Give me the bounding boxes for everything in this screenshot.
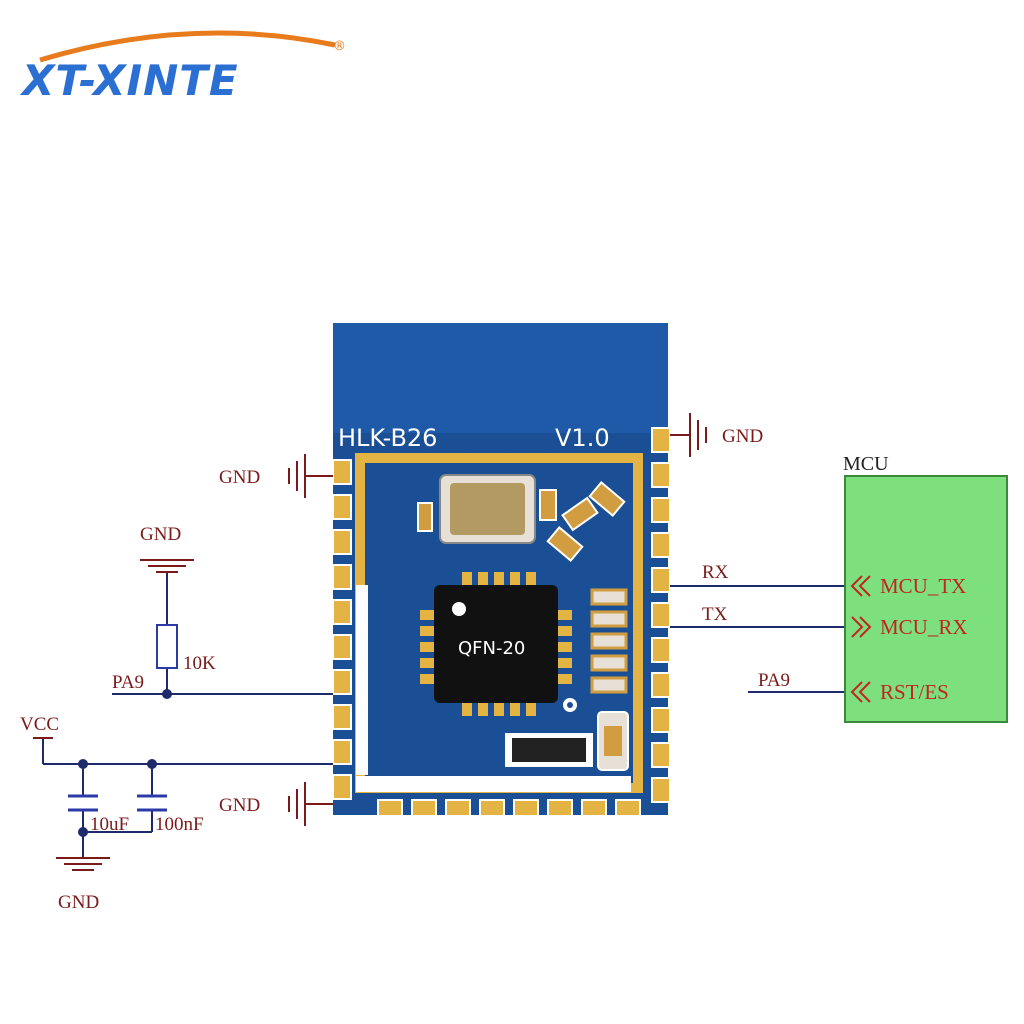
junction-dot [162,689,172,699]
capacitor-10uf [68,794,98,812]
gnd-left-top-symbol [288,454,333,498]
tx-label: TX [702,604,728,625]
junction-dot [78,759,88,769]
mcu-pin-rx: MCU_RX [880,615,968,639]
antenna-area [333,323,668,433]
gnd-left-bottom-label: GND [219,795,260,816]
vcc-label: VCC [20,714,59,735]
logo: XT-XINTE ® [19,30,346,105]
capacitor-100nf [137,794,167,812]
junction-dot [78,827,88,837]
gnd-top-right-label: GND [722,426,763,447]
mcu-arrows [850,575,872,703]
pa9-right-label: PA9 [758,670,790,691]
logo-registered: ® [333,39,346,54]
gnd-left-bottom-symbol [288,782,333,826]
test-pads [385,455,571,461]
gnd-cap-label: GND [58,892,99,913]
silk-bar-bottom [356,776,631,792]
gnd-top-right-symbol [670,413,707,457]
logo-swoosh [39,30,336,63]
capacitor-smd [561,496,599,532]
chip-pins [420,572,572,716]
resistor-array [590,588,628,694]
logo-text: XT-XINTE [19,56,239,105]
mcu-box [844,475,1008,723]
cap2-label: 100nF [155,814,204,835]
cap1-label: 10uF [90,814,129,835]
resistor-label: 10K [183,653,216,674]
rx-label: RX [702,562,729,583]
wires [42,572,845,858]
gnd-resistor-symbol [140,559,194,573]
capacitor-smd [546,526,584,562]
capacitor-smd [588,481,626,517]
right-pads [651,427,671,803]
module-version: V1.0 [555,424,610,452]
junction-dot [147,759,157,769]
capacitor-smd [417,502,433,532]
gnd-left-top-label: GND [219,467,260,488]
capacitor-smd [539,489,557,521]
pcb-module: HLK-B26 V1.0 QFN-20 [332,323,671,817]
mcu-pin-rst: RST/ES [880,680,949,704]
module-name: HLK-B26 [338,424,437,452]
gnd-resistor-label: GND [140,524,181,545]
bottom-pads [377,799,641,817]
silk-bar-left [356,585,368,775]
gnd-cap-symbol [56,857,110,871]
chip-pin1-dot [452,602,466,616]
qfn-chip [434,585,558,703]
resistor-10k [156,624,178,669]
mcu-title: MCU [843,453,889,475]
left-pads [332,459,352,800]
chip-label: QFN-20 [458,638,525,659]
crystal-lid [450,483,525,535]
mcu-pin-tx: MCU_TX [880,574,966,598]
inductor [512,738,586,762]
pa9-left-label: PA9 [112,672,144,693]
